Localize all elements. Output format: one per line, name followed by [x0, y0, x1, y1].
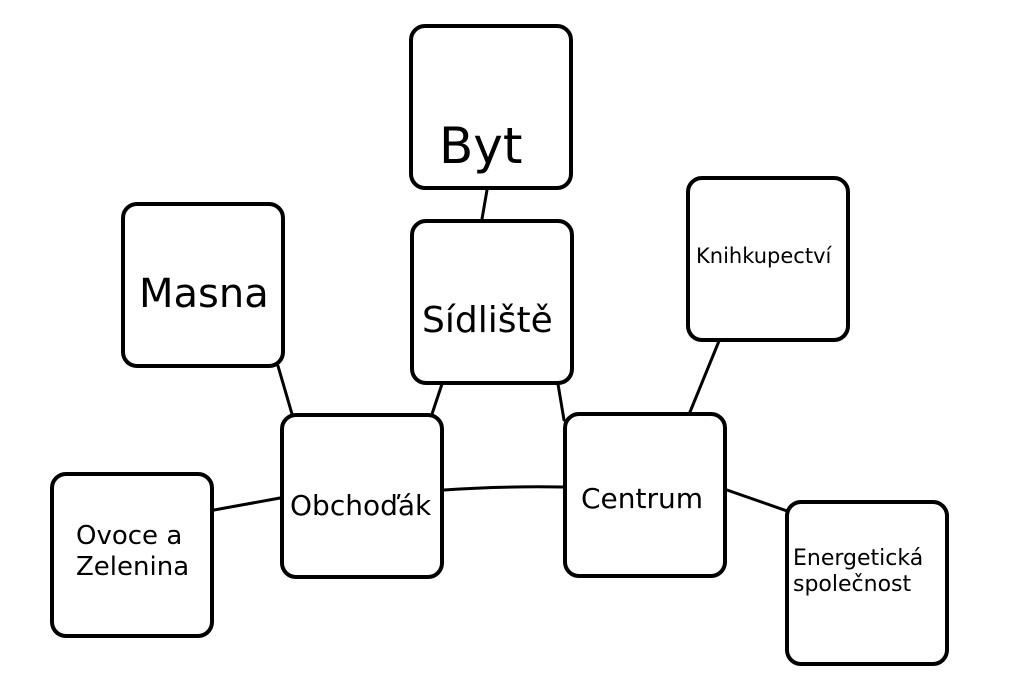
node-label-centrum: Centrum [581, 482, 704, 515]
edge-centrum-energeticka [725, 488, 792, 514]
node-centrum: Centrum [563, 412, 727, 578]
node-energeticka-spolecnost: Energetická společnost [785, 500, 949, 666]
node-knihkupectvi: Knihkupectví [686, 176, 850, 342]
edge-obchodak-centrum [442, 485, 565, 492]
node-label-obchodak: Obchoďák [290, 489, 432, 522]
node-sidliste: Sídliště [410, 219, 574, 385]
node-masna: Masna [121, 202, 285, 368]
edge-masna-obchodak [276, 364, 294, 416]
node-ovoce-a-zelenina: Ovoce a Zelenina [50, 472, 214, 638]
edge-byt-sidliste [480, 188, 489, 221]
edge-sidliste-centrum [556, 382, 566, 422]
node-label-energeticka-spolecnost: Energetická společnost [793, 546, 924, 598]
node-label-sidliste: Sídliště [422, 300, 553, 341]
node-label-knihkupectvi: Knihkupectví [696, 244, 832, 268]
node-label-ovoce-a-zelenina: Ovoce a Zelenina [76, 521, 190, 583]
node-byt: Byt [409, 24, 573, 190]
edge-knihkupectvi-centrum [688, 339, 721, 414]
node-obchodak: Obchoďák [280, 413, 444, 579]
node-label-byt: Byt [439, 117, 523, 175]
node-label-masna: Masna [139, 271, 269, 317]
edge-ovoce-obchodak [212, 496, 282, 512]
edge-sidliste-obchodak [430, 382, 444, 416]
